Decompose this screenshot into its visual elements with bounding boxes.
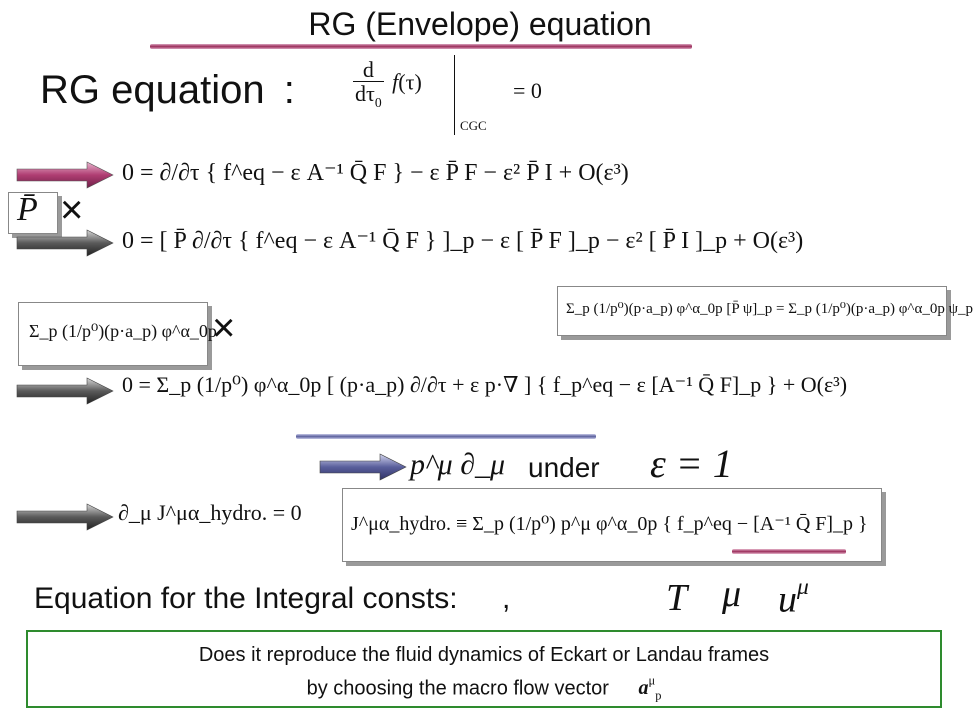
sum-box: Σ_p (1/p⁰)(p·a_p) φ^α_0p	[18, 302, 217, 366]
rg-equals-zero: = 0	[513, 78, 542, 103]
macro-flow-vector-sup: μ	[648, 674, 656, 688]
under-label: under	[528, 452, 600, 483]
rg-tau: (τ)	[398, 69, 422, 95]
integral-consts-text: Equation for the Integral consts:	[34, 582, 458, 615]
rg-dtau: dτ	[355, 81, 375, 107]
rg-eval-bar	[454, 55, 455, 135]
bracket-underline	[296, 434, 596, 439]
integral-consts-comma: ,	[501, 582, 511, 615]
macro-flow-vector: aμp	[638, 674, 662, 703]
arrow-right-icon	[16, 503, 114, 531]
epsilon-equals-one: ε = 1	[650, 441, 733, 486]
integral-consts-label: Equation for the Integral consts: ,	[34, 582, 510, 616]
arrow-right-icon	[16, 161, 114, 189]
macro-flow-vector-base: a	[638, 677, 649, 700]
pbar-box: P̄	[8, 191, 58, 234]
rg-equation-colon: :	[283, 68, 295, 112]
rg-d-numerator: d	[353, 58, 384, 83]
conservation-equation: ∂_μ J^μα_hydro. = 0	[118, 500, 302, 525]
rg-cgc-subscript: CGC	[460, 118, 487, 133]
title-underline	[150, 44, 692, 49]
rg-dtau-sub: 0	[374, 95, 382, 111]
var-u: uμ	[778, 574, 809, 622]
rg-derivative-equation: d dτ0 f(τ)	[350, 58, 422, 111]
arrow-right-icon	[16, 229, 114, 257]
slide-title: RG (Envelope) equation	[0, 6, 960, 43]
rg-derivative-fraction: d dτ0	[353, 58, 384, 111]
var-T: T	[666, 577, 688, 619]
question-line-2-text: by choosing the macro flow vector	[306, 677, 609, 700]
arrow-right-icon	[319, 453, 407, 481]
question-box: Does it reproduce the fluid dynamics of …	[26, 630, 942, 708]
var-u-base: u	[778, 578, 797, 621]
current-underline	[732, 549, 846, 554]
rg-equation-label: RG equation :	[40, 68, 295, 113]
arrow-right-icon	[16, 377, 114, 405]
times-icon: ×	[212, 306, 236, 350]
rg-equation-text: RG equation	[40, 68, 265, 112]
question-line-1: Does it reproduce the fluid dynamics of …	[198, 644, 770, 666]
identity-box: Σ_p (1/p⁰)(p·a_p) φ^α_0p [P̄ ψ]_p = Σ_p …	[557, 286, 973, 336]
current-definition: J^μα_hydro. ≡ Σ_p (1/p⁰) p^μ φ^α_0p { f_…	[351, 513, 868, 535]
times-icon: ×	[60, 188, 84, 232]
equation-line-2: 0 = [ P̄ ∂/∂τ { f^eq − ε A⁻¹ Q̄ F } ]_p …	[122, 228, 804, 254]
identity-equation: Σ_p (1/p⁰)(p·a_p) φ^α_0p [P̄ ψ]_p = Σ_p …	[566, 301, 973, 317]
pbar-symbol: P̄	[17, 191, 38, 228]
pmu-dmu: p^μ ∂_μ	[410, 448, 506, 481]
rg-f-tilde: f	[392, 69, 399, 95]
rg-d-denominator: dτ0	[353, 82, 384, 110]
macro-flow-vector-sub: p	[655, 688, 662, 703]
question-line-2: by choosing the macro flow vector aμp	[28, 674, 940, 704]
var-u-superscript: μ	[797, 574, 809, 600]
var-mu: μ	[722, 573, 742, 615]
sum-box-equation: Σ_p (1/p⁰)(p·a_p) φ^α_0p	[29, 321, 217, 341]
equation-line-3: 0 = Σ_p (1/p⁰) φ^α_0p [ (p·a_p) ∂/∂τ + ε…	[122, 372, 848, 397]
equation-line-1: 0 = ∂/∂τ { f^eq − ε A⁻¹ Q̄ F } − ε P̄ F …	[122, 160, 629, 186]
slide-title-text: RG (Envelope) equation	[308, 6, 652, 42]
